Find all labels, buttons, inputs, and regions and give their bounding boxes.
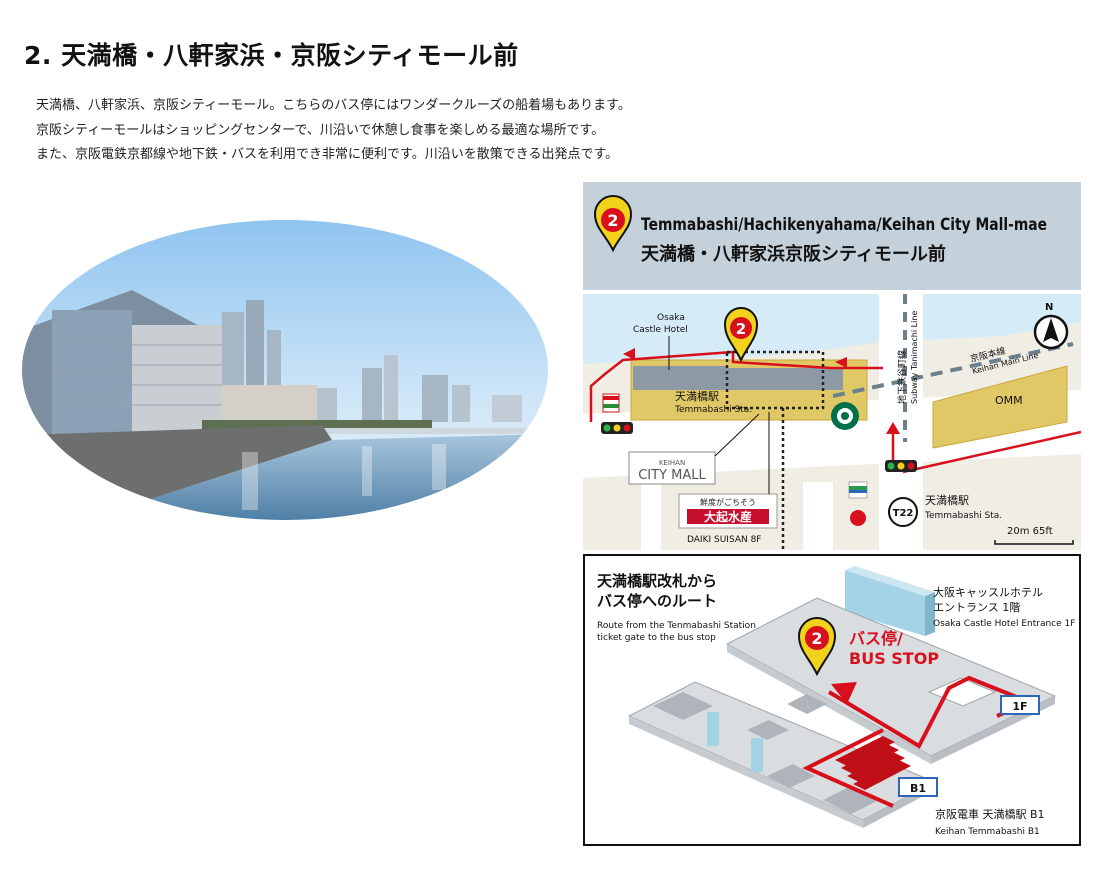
city-mall-label: CITY MALL [638,468,706,483]
floor-1f-tag [1000,695,1040,715]
map-title-ja: 天満橋・八軒家浜京阪シティモール前 [641,243,946,265]
convenience-store-icon [602,393,620,413]
escalator-red-blocks [835,736,911,790]
bus-stop-label-ja: バス停/ [849,629,903,648]
keihan-line-dashes [832,342,1074,398]
map-stop-marker-icon: 2 [723,307,759,363]
north-label: N [1045,302,1053,313]
diagram-stop-number: 2 [811,629,822,648]
route-sub-line2: ticket gate to the bus stop [597,633,716,643]
route-arrow-up [886,422,900,434]
map-road-lower [641,472,661,550]
station-building-block [633,366,727,390]
hotel-glass-building [845,570,925,636]
scale-bar: 20m 65ft [994,526,1074,545]
t22-station-en: Temmabashi Sta. [924,511,1002,521]
hotel-label-ja-2: エントランス 1階 [933,600,1020,614]
daiki-top: 鮮度がごちそう [700,497,756,507]
route-right [902,430,1081,474]
floor-b1-label: B1 [910,782,926,795]
route-diagram: 天満橋駅改札から バス停へのルート Route from the Tenmaba… [583,554,1081,846]
daiki-label: 大起水産 [704,509,752,524]
station-label-en: Temmabashi Sta. [674,405,752,415]
intro-line-1: 天満橋、八軒家浜、京阪シティーモール。こちらのバス停にはワンダークルーズの船着場… [36,98,631,113]
bus-stop-area-map: 2 Temmabashi/Hachikenyahama/Keihan City … [583,182,1081,550]
title-stop-marker-icon: 2 [593,195,633,253]
city-mall-pointer [714,413,760,457]
map-stop-number: 2 [736,320,746,338]
route-title-line2: バス停へのルート [597,592,717,610]
starbucks-icon [831,402,859,430]
hotel-label-line1: Osaka [657,313,685,323]
photo-bridge [312,428,542,434]
route-sub-line1: Route from the Tenmabashi Station [597,621,756,631]
intro-text: 天満橋、八軒家浜、京阪シティーモール。こちらのバス停にはワンダークルーズの船着場… [36,94,631,168]
station-label-ja: 天満橋駅 [675,389,719,403]
subway-label-ja: 地下鉄谷町線 [896,350,908,404]
t22-station-ja: 天満橋駅 [925,493,969,507]
route-title-line1: 天満橋駅改札から [597,572,717,590]
keihan-main-line-track [723,368,843,390]
t22-label: T22 [893,508,914,519]
floor-1f-label: 1F [1012,700,1027,713]
traffic-light-icon-2 [885,460,917,472]
bus-stop-label-en: BUS STOP [849,649,939,668]
city-mall-sign [628,451,716,485]
map-title-band [583,182,1081,290]
map-road-south [803,482,833,550]
city-mall-small: KEIHAN [659,459,685,467]
hotel-label-en: Osaka Castle Hotel Entrance 1F [933,619,1075,629]
map-river [583,294,1081,364]
b1-station-en: Keihan Temmabashi B1 [935,827,1040,837]
hotel-label-ja-1: 大阪キャッスルホテル [933,585,1043,599]
bus-stop-area-outline [725,350,825,410]
omm-label: OMM [995,394,1023,407]
familymart-icon [848,481,868,499]
entrance-outline [927,677,997,707]
route-arrow [831,682,857,704]
diagram-stop-marker-icon: 2 [797,617,837,677]
omm-block [932,365,1068,449]
intro-line-3: また、京阪電鉄京都線や地下鉄・バスを利用でき非常に便利です。川沿いを散策できる出… [36,147,619,162]
page-title: 2. 天満橋・八軒家浜・京阪シティモール前 [24,41,519,70]
intro-line-2: 京阪シティーモールはショッピングセンターで、川沿いで休憩し食事を楽しめる最適な場… [36,122,605,138]
hotel-label-line2: Castle Hotel [633,325,688,335]
route-arrow-left [835,357,847,368]
scale-label: 20m 65ft [1007,526,1053,537]
cocos-icon [850,510,866,526]
b1-station-ja: 京阪電車 天満橋駅 B1 [935,807,1045,821]
north-arrow-icon: N [1033,302,1069,350]
subway-label-en: Subway Tanimachi Line [910,311,919,404]
title-stop-number: 2 [607,211,618,230]
t22-station-icon: T22 [888,497,918,527]
route-b1-path [802,728,894,808]
route-arrow-up-left [623,348,635,360]
map-title-en: Temmabashi/Hachikenyahama/Keihan City Ma… [641,215,1047,235]
floor-b1-tag [898,777,938,797]
riverside-photo [22,220,548,520]
traffic-light-icon [601,422,633,434]
photo-reflections [242,444,446,510]
b1-glass-panels [707,712,763,772]
daiki-en: DAIKI SUISAN 8F [687,535,762,545]
